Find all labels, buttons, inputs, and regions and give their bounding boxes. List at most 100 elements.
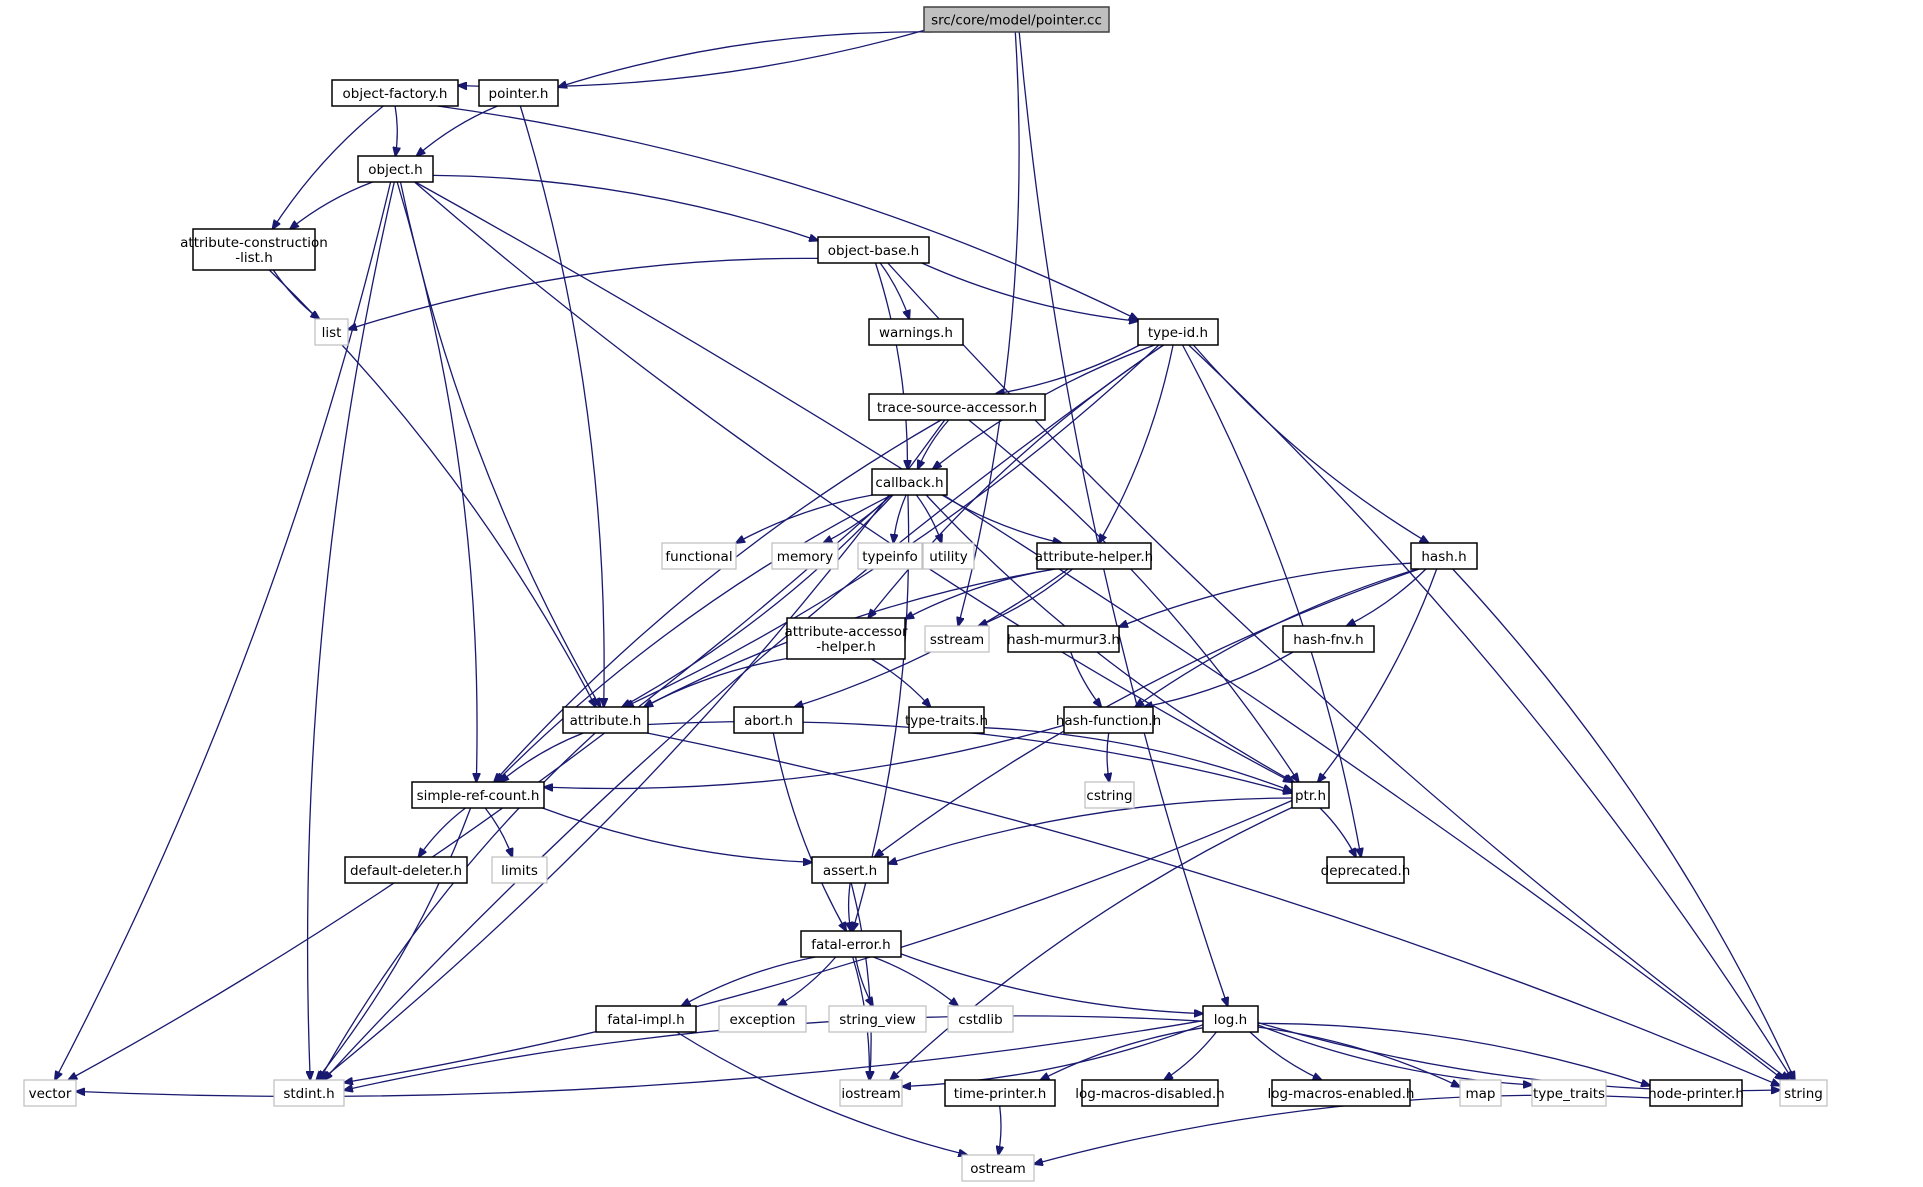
- node-label: cstdlib: [958, 1012, 1002, 1028]
- edge-pointer-h-to-attribute-h: [519, 105, 604, 707]
- edge-attribute-construction-list-h-to-list: [272, 269, 319, 319]
- edge-type-id-h-to-deprecated-h: [1181, 344, 1362, 857]
- node-functional: functional: [661, 542, 737, 570]
- nodes-layer: src/core/model/pointer.cc object-factory.…: [23, 6, 1828, 1182]
- node-attribute-construction-list-h[interactable]: attribute-construction-list.h: [180, 228, 328, 271]
- node-object-h[interactable]: object.h: [357, 155, 434, 183]
- node-node-printer-h[interactable]: node-printer.h: [1648, 1079, 1744, 1107]
- node-time-printer-h[interactable]: time-printer.h: [944, 1079, 1056, 1107]
- node-box: [314, 318, 349, 346]
- node-object-factory-h[interactable]: object-factory.h: [331, 79, 459, 107]
- node-attribute-accessor-helper-h[interactable]: attribute-accessor-helper.h: [784, 617, 908, 660]
- node-attribute-helper-h[interactable]: attribute-helper.h: [1035, 542, 1153, 570]
- node-label: deprecated.h: [1321, 863, 1411, 879]
- node-box: [192, 228, 316, 271]
- node-label: time-printer.h: [954, 1086, 1047, 1102]
- node-label: pointer.h: [489, 86, 549, 102]
- edge-callback-h-to-vector: [68, 494, 892, 1080]
- node-log-macros-disabled-h[interactable]: log-macros-disabled.h: [1075, 1079, 1225, 1107]
- node-box: [562, 706, 649, 734]
- edge-fatal-error-h-to-cstdlib: [873, 956, 958, 1006]
- node-box: [800, 930, 902, 958]
- node-label: memory: [777, 549, 833, 565]
- edge-callback-h-to-typeinfo: [893, 494, 907, 543]
- node-simple-ref-count-h[interactable]: simple-ref-count.h: [411, 781, 545, 809]
- node-hash-h[interactable]: hash.h: [1410, 542, 1478, 570]
- edge-hash-h-to-hash-function-h: [1135, 568, 1418, 707]
- node-label: default-deleter.h: [350, 863, 462, 879]
- edge-attribute-accessor-helper-h-to-attribute-h: [644, 657, 788, 708]
- edge-object-h-to-object-base-h: [432, 174, 818, 240]
- node-hash-murmur3-h[interactable]: hash-murmur3.h: [1007, 625, 1120, 653]
- node-abort-h[interactable]: abort.h: [733, 706, 804, 734]
- node-log-h[interactable]: log.h: [1202, 1005, 1259, 1033]
- node-fatal-impl-h[interactable]: fatal-impl.h: [595, 1005, 697, 1033]
- edge-type-id-h-to-stdint-h: [324, 344, 1164, 1080]
- node-label: type-id.h: [1148, 325, 1208, 341]
- edge-attribute-helper-h-to-sstream: [979, 568, 1073, 626]
- edge-type-id-h-to-trace-source-accessor-h: [995, 344, 1141, 394]
- edge-log-h-to-iostream: [902, 1024, 1204, 1087]
- node-pointer-cc[interactable]: src/core/model/pointer.cc: [923, 6, 1110, 33]
- node-label: string_view: [839, 1012, 916, 1028]
- edge-attribute-accessor-helper-h-to-type-traits-h: [870, 658, 930, 707]
- node-label: log.h: [1214, 1012, 1247, 1028]
- node-box: [491, 856, 548, 884]
- node-label: ptr.h: [1295, 788, 1326, 804]
- node-box: [868, 393, 1046, 421]
- node-assert-h[interactable]: assert.h: [811, 856, 889, 884]
- node-ptr-h[interactable]: ptr.h: [1291, 781, 1330, 809]
- node-label: src/core/model/pointer.cc: [931, 13, 1102, 29]
- node-stdint-h: stdint.h: [273, 1079, 345, 1107]
- edge-ptr-h-to-stdint-h: [344, 799, 1293, 1083]
- edge-object-h-to-stdint-h: [308, 181, 395, 1080]
- edge-abort-h-to-fatal-error-h: [772, 732, 846, 931]
- node-box: [817, 236, 930, 264]
- node-limits: limits: [491, 856, 548, 884]
- edge-object-h-to-simple-ref-count-h: [396, 181, 477, 782]
- edge-object-factory-h-to-type-id-h: [437, 105, 1138, 320]
- node-hash-fnv-h[interactable]: hash-fnv.h: [1282, 625, 1375, 653]
- node-label: sstream: [930, 632, 984, 648]
- node-callback-h[interactable]: callback.h: [871, 468, 948, 496]
- node-log-macros-enabled-h[interactable]: log-macros-enabled.h: [1268, 1079, 1415, 1107]
- node-default-deleter-h[interactable]: default-deleter.h: [344, 856, 468, 884]
- node-object-base-h[interactable]: object-base.h: [817, 236, 930, 264]
- node-trace-source-accessor-h[interactable]: trace-source-accessor.h: [868, 393, 1046, 421]
- node-attribute-h[interactable]: attribute.h: [562, 706, 649, 734]
- node-deprecated-h[interactable]: deprecated.h: [1321, 856, 1411, 884]
- node-box: [1282, 625, 1375, 653]
- node-box: [1007, 625, 1120, 653]
- node-box: [871, 468, 948, 496]
- edge-callback-h-to-attribute-h: [622, 494, 894, 707]
- edge-hash-fnv-h-to-hash-function-h: [1144, 651, 1294, 707]
- node-box: [1459, 1079, 1502, 1107]
- node-box: [857, 542, 923, 570]
- node-type-id-h[interactable]: type-id.h: [1137, 318, 1219, 346]
- edge-log-h-to-log-macros-disabled-h: [1164, 1031, 1217, 1080]
- edge-object-base-h-to-callback-h: [874, 262, 908, 469]
- node-label: map: [1466, 1086, 1496, 1102]
- node-label: abort.h: [744, 713, 793, 729]
- node-box: [1084, 781, 1135, 809]
- node-label: string: [1784, 1086, 1823, 1102]
- node-box: [1081, 1079, 1219, 1107]
- edge-fatal-error-h-to-string-view: [854, 956, 873, 1006]
- node-type-traits-h[interactable]: type-traits.h: [905, 706, 988, 734]
- node-box: [478, 79, 559, 107]
- edge-object-h-to-attribute-construction-list-h: [290, 181, 373, 229]
- node-label: warnings.h: [879, 325, 953, 341]
- node-label: object-factory.h: [343, 86, 448, 102]
- node-pointer-h[interactable]: pointer.h: [478, 79, 559, 107]
- node-box: [23, 1079, 77, 1107]
- edge-hash-h-to-assert-h: [875, 568, 1420, 857]
- node-string: string: [1779, 1079, 1828, 1107]
- node-fatal-error-h[interactable]: fatal-error.h: [800, 930, 902, 958]
- node-warnings-h[interactable]: warnings.h: [868, 318, 964, 346]
- edge-type-id-h-to-hash-h: [1192, 344, 1428, 543]
- edge-log-h-to-node-printer-h: [1257, 1022, 1650, 1085]
- edge-object-base-h-to-string: [887, 262, 1789, 1080]
- node-hash-function-h[interactable]: hash-function.h: [1056, 706, 1161, 734]
- edge-simple-ref-count-h-to-assert-h: [542, 807, 813, 862]
- node-box: [595, 1005, 697, 1033]
